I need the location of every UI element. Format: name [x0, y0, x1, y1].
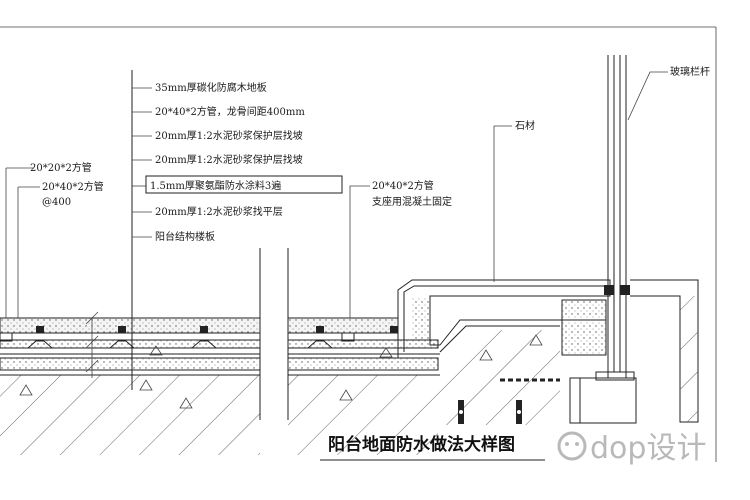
drawing-frame	[0, 26, 717, 462]
label-left-tube-2: 20*40*2方管	[42, 180, 104, 193]
tube-supports	[0, 326, 398, 349]
dimension-marks	[85, 311, 99, 378]
anchor-bolts	[458, 378, 560, 424]
label-wood-floor: 35mm厚碳化防腐木地板	[155, 81, 267, 94]
label-structural-slab: 阳台结构楼板	[155, 230, 215, 243]
waterproof-label-box	[145, 175, 343, 194]
watermark-text: dop设计	[590, 431, 706, 466]
floor-layers	[0, 317, 440, 371]
watermark-logo-icon	[557, 431, 587, 461]
aggregate-marks	[19, 334, 543, 409]
label-mid-tube: 20*40*2方管	[372, 179, 434, 192]
structural-slab	[0, 248, 560, 455]
label-mortar-protection-2: 20mm厚1:2水泥砂浆保护层找坡	[155, 153, 303, 166]
step-curb	[397, 279, 699, 423]
callout-labels: 35mm厚碳化防腐木地板 20*40*2方管，龙骨间距400mm 20mm厚1:…	[30, 65, 710, 243]
label-left-tube-1: 20*20*2方管	[30, 161, 92, 174]
label-mortar-protection-1: 20mm厚1:2水泥砂浆保护层找坡	[155, 129, 303, 142]
watermark: dop设计	[557, 431, 706, 466]
leader-lines	[5, 70, 668, 390]
label-mid-support: 支座用混凝土固定	[372, 195, 452, 208]
label-waterproof-coating: 1.5mm厚聚氨酯防水涂料3遍	[150, 179, 281, 192]
label-leveling-layer: 20mm厚1:2水泥砂浆找平层	[155, 205, 283, 218]
label-stone: 石材	[515, 119, 535, 132]
label-square-tube-joist: 20*40*2方管，龙骨间距400mm	[155, 105, 305, 118]
label-glass-railing: 玻璃栏杆	[670, 65, 710, 78]
label-left-spacing: @400	[42, 197, 71, 208]
glass-railing	[569, 55, 637, 424]
drawing-title: 阳台地面防水做法大样图	[328, 434, 515, 455]
